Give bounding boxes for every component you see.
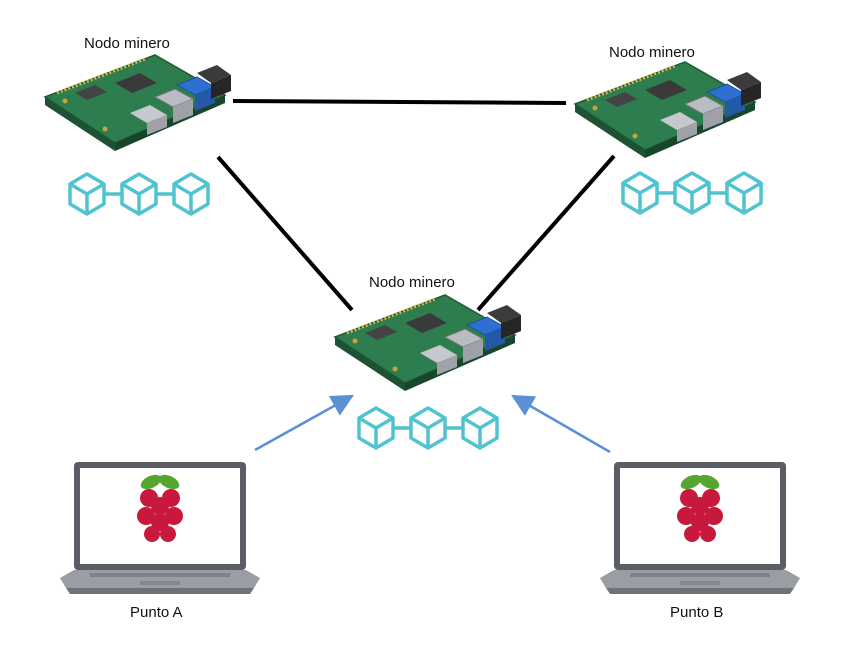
mining-node-right: Nodo minero [573,44,763,215]
mining-node-center: Nodo minero [333,274,523,450]
node-label-left: Nodo minero [84,35,170,52]
client-label-b: Punto B [670,604,723,621]
mining-node-left: Nodo minero [43,35,233,216]
blockchain-icon [357,406,499,450]
raspberry-pi-board-icon [43,53,233,153]
node-label-center: Nodo minero [369,274,455,291]
raspberry-pi-board-icon [333,293,523,393]
link-right-center [476,154,616,312]
client-label-a: Punto A [130,604,183,621]
client-punto-b: Punto B [600,462,800,621]
arrow-b-to-center [511,394,611,454]
link-left-right [232,99,567,105]
raspberry-pi-board-icon [573,60,763,160]
blockchain-icon [621,171,763,215]
link-left-center [216,155,354,312]
blockchain-icon [68,172,210,216]
client-punto-a: Punto A [60,462,260,621]
node-label-right: Nodo minero [609,44,695,61]
arrow-a-to-center [254,394,354,452]
